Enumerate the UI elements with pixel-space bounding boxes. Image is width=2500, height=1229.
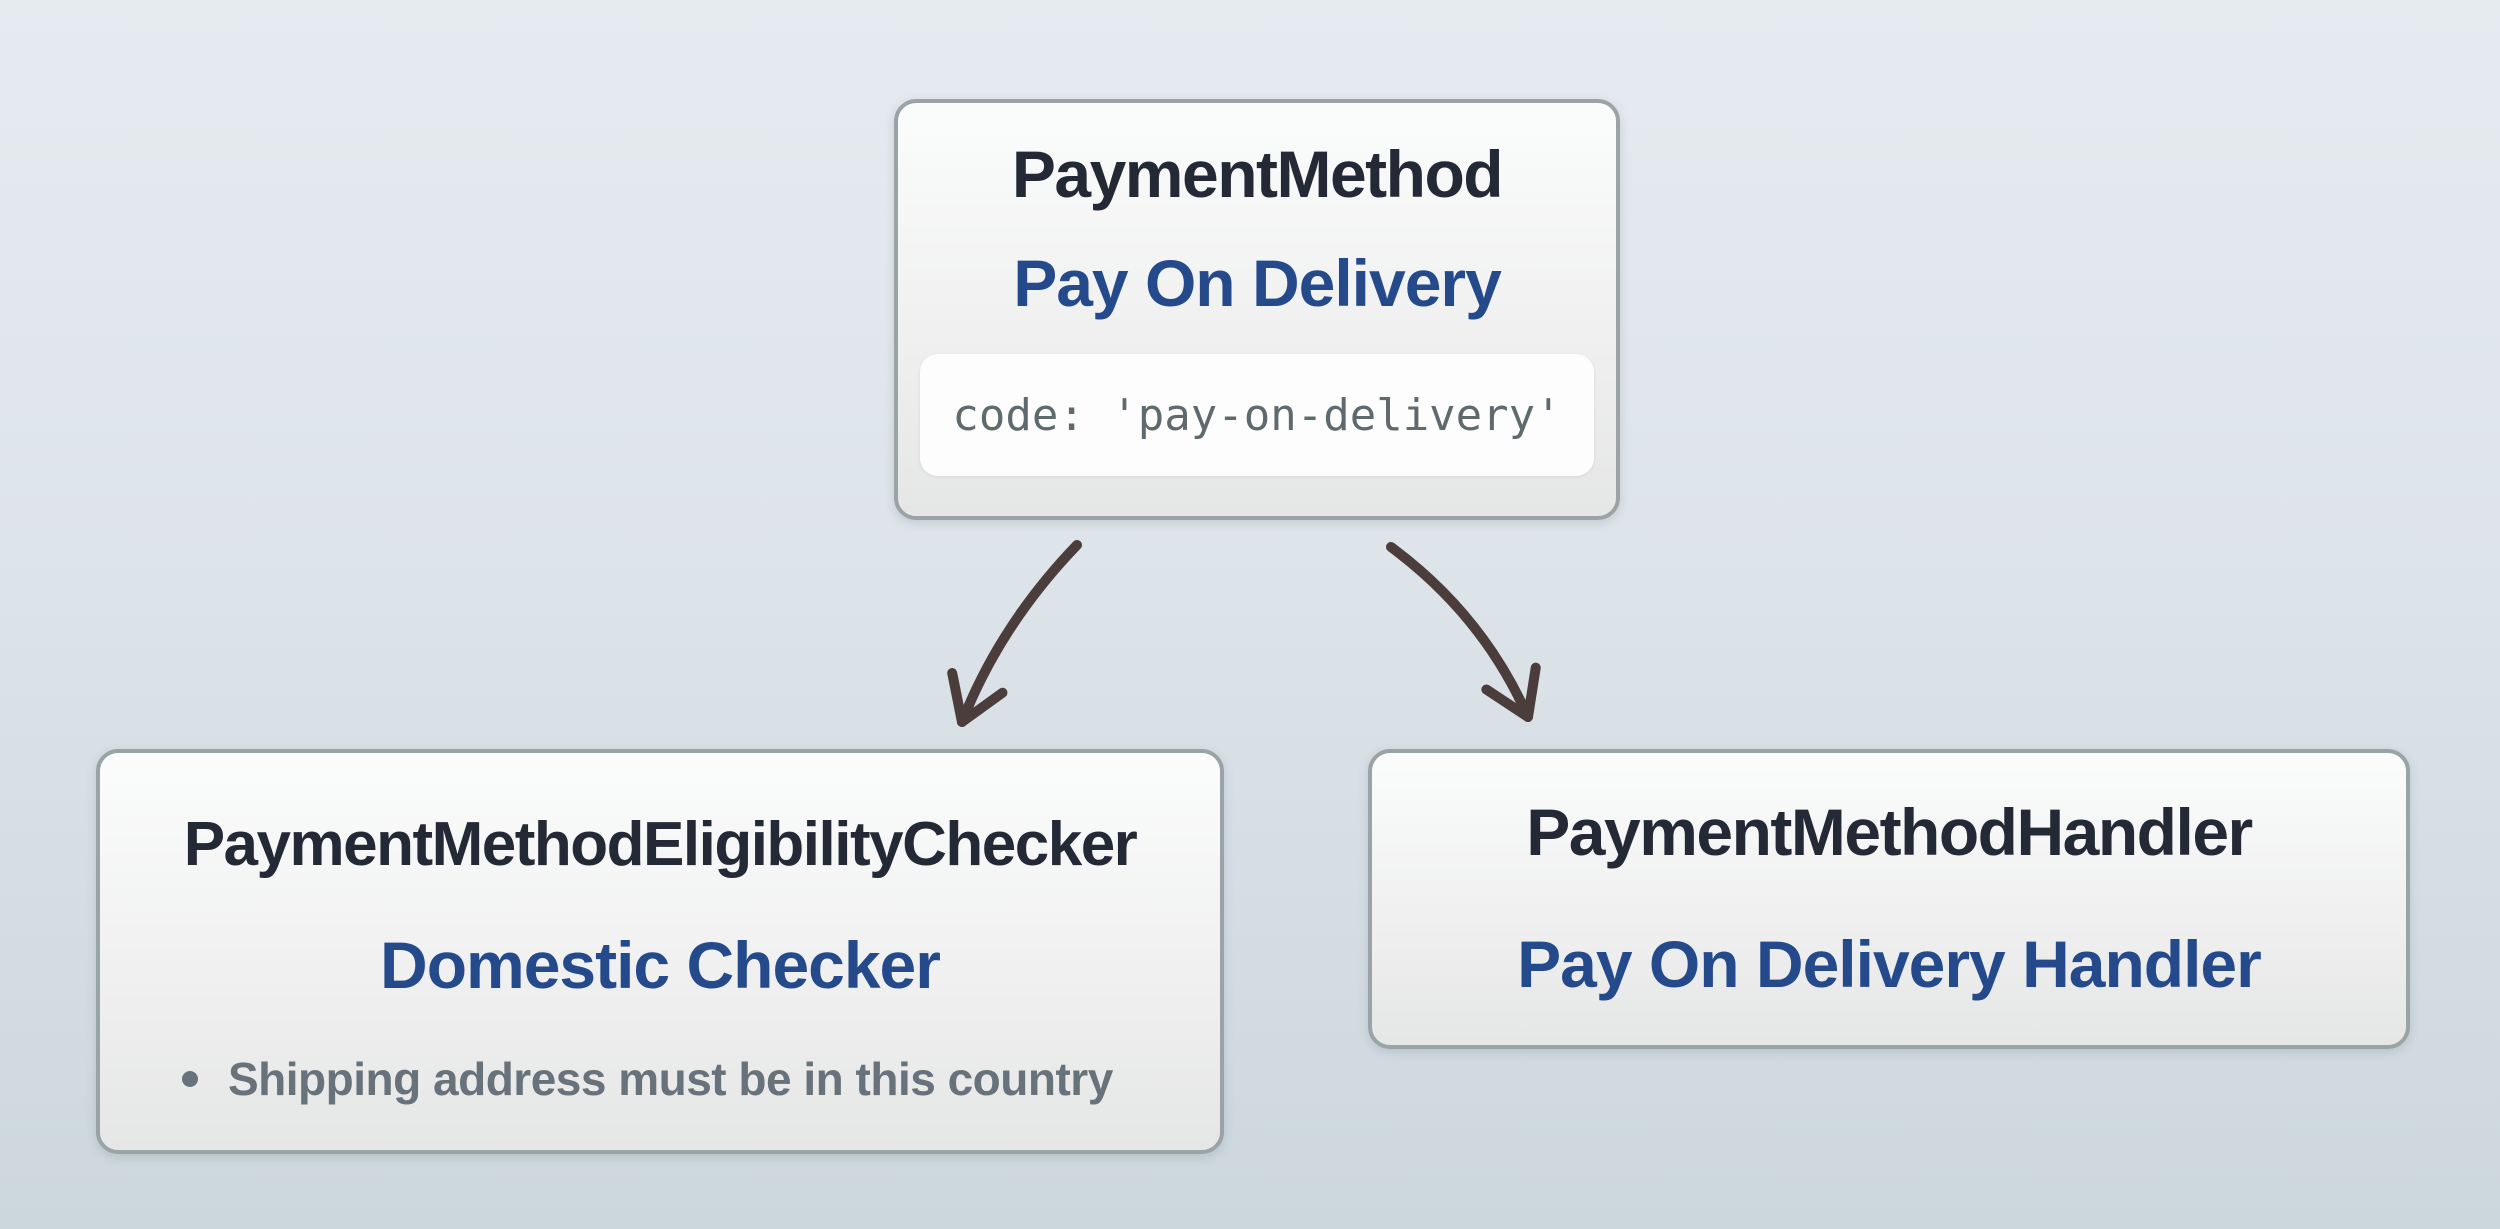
eligibility-rules-list: Shipping address must be in this country (182, 1052, 1113, 1106)
arrow-to-handler-icon (1386, 542, 1541, 722)
node-handler: PaymentMethodHandler Pay On Delivery Han… (1368, 749, 2410, 1049)
node-payment-method: PaymentMethod Pay On Delivery code: 'pay… (894, 99, 1620, 520)
handler-subtitle: Pay On Delivery Handler (1517, 927, 2262, 1002)
eligibility-checker-title: PaymentMethodEligibilityChecker (183, 810, 1138, 879)
payment-method-code: code: 'pay-on-delivery' (952, 389, 1562, 441)
payment-method-code-pill: code: 'pay-on-delivery' (920, 354, 1594, 476)
handler-title: PaymentMethodHandler (1526, 795, 2253, 869)
node-eligibility-checker: PaymentMethodEligibilityChecker Domestic… (96, 749, 1224, 1154)
bullet-dot-icon (182, 1071, 198, 1087)
eligibility-checker-subtitle: Domestic Checker (380, 928, 941, 1003)
payment-method-subtitle: Pay On Delivery (1013, 245, 1502, 320)
eligibility-rule-item: Shipping address must be in this country (182, 1052, 1113, 1106)
eligibility-rule-text: Shipping address must be in this country (228, 1053, 1113, 1105)
payment-method-title: PaymentMethod (1011, 137, 1504, 211)
arrow-to-eligibility-checker-icon (947, 540, 1082, 727)
